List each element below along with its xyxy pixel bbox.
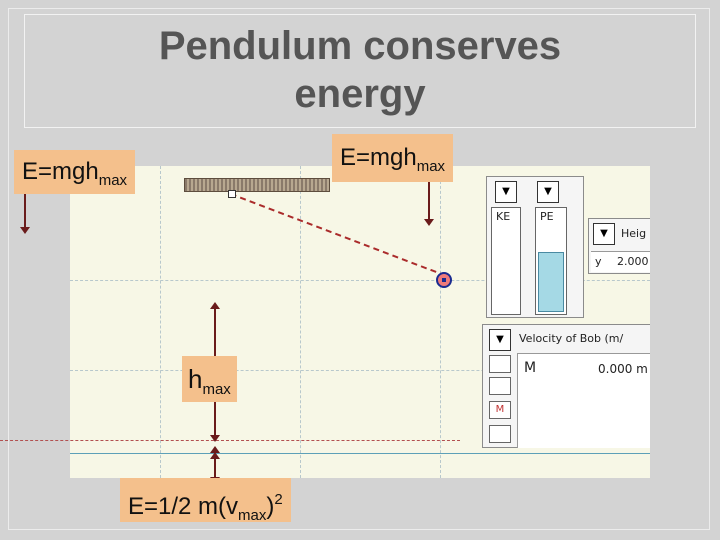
reference-dashed-line — [0, 440, 460, 441]
down-arrow-icon — [424, 182, 434, 226]
velocity-row-button[interactable] — [489, 377, 511, 395]
velocity-row-button[interactable]: M — [489, 401, 511, 419]
pe-meter-fill — [538, 251, 564, 312]
energy-callout-left: E=mghmax — [14, 150, 136, 194]
callout-subscript: max — [202, 381, 231, 398]
pe-dropdown-button[interactable]: ▼ — [537, 181, 559, 203]
velocity-dropdown-button[interactable]: ▼ — [489, 329, 511, 351]
callout-text-end: ) — [266, 493, 275, 520]
callout-subscript: max — [416, 158, 446, 175]
pendulum-pivot[interactable] — [228, 190, 236, 198]
pendulum-ceiling — [184, 178, 330, 192]
callout-text: h — [188, 364, 203, 394]
arrow-shaft — [214, 458, 216, 478]
velocity-panel: ▼ Velocity of Bob (m/ M 0.000 m M — [482, 324, 650, 448]
pe-meter: PE — [535, 207, 567, 315]
callout-text: E=1/2 m(v — [128, 493, 239, 520]
down-arrow-icon — [20, 194, 30, 234]
velocity-row-label: M — [524, 360, 537, 376]
callout-subscript: max — [98, 172, 128, 189]
title-line-2: energy — [294, 72, 426, 116]
height-panel-title: Heig — [621, 227, 647, 240]
velocity-row-label: M — [495, 404, 505, 415]
grid-line — [160, 166, 161, 478]
kinetic-energy-callout: E=1/2 m(vmax)2 — [120, 478, 291, 524]
callout-text: E=mgh — [340, 144, 417, 171]
velocity-row-button[interactable] — [489, 425, 511, 443]
velocity-row-button[interactable] — [489, 355, 511, 373]
triangle-down-icon: ▼ — [502, 186, 510, 197]
title-frame — [24, 14, 696, 128]
pe-label: PE — [540, 210, 554, 223]
triangle-down-icon: ▼ — [496, 334, 504, 345]
height-callout: hmax — [182, 356, 237, 402]
pendulum-bob[interactable] — [436, 272, 452, 288]
grid-line — [70, 280, 650, 281]
ke-dropdown-button[interactable]: ▼ — [495, 181, 517, 203]
triangle-down-icon: ▼ — [600, 228, 608, 239]
ke-meter: KE — [491, 207, 521, 315]
ke-label: KE — [496, 210, 511, 223]
arrowhead-icon — [210, 452, 220, 459]
velocity-value: 0.000 m — [598, 362, 648, 376]
callout-subscript: max — [238, 507, 267, 524]
ground-axis — [70, 453, 650, 454]
energy-meter-panel: ▼ ▼ KE PE — [486, 176, 584, 318]
velocity-panel-title: Velocity of Bob (m/ — [519, 332, 624, 345]
callout-superscript: 2 — [274, 491, 283, 508]
triangle-down-icon: ▼ — [544, 186, 552, 197]
title-line-1: Pendulum conserves — [158, 24, 562, 68]
height-readout: y 2.000 — [591, 251, 650, 272]
velocity-readout: M 0.000 m — [517, 353, 650, 448]
grid-line — [440, 166, 441, 478]
height-variable: y — [595, 255, 602, 268]
slide-frame — [8, 8, 710, 530]
height-panel: ▼ Heig y 2.000 — [588, 218, 650, 274]
slide-title: Pendulum conserves energy — [30, 22, 690, 118]
height-dropdown-button[interactable]: ▼ — [593, 223, 615, 245]
callout-text: E=mgh — [22, 158, 99, 185]
height-value: 2.000 — [617, 255, 649, 268]
energy-callout-right: E=mghmax — [332, 134, 454, 182]
grid-line — [70, 370, 650, 371]
grid-line — [300, 166, 301, 478]
